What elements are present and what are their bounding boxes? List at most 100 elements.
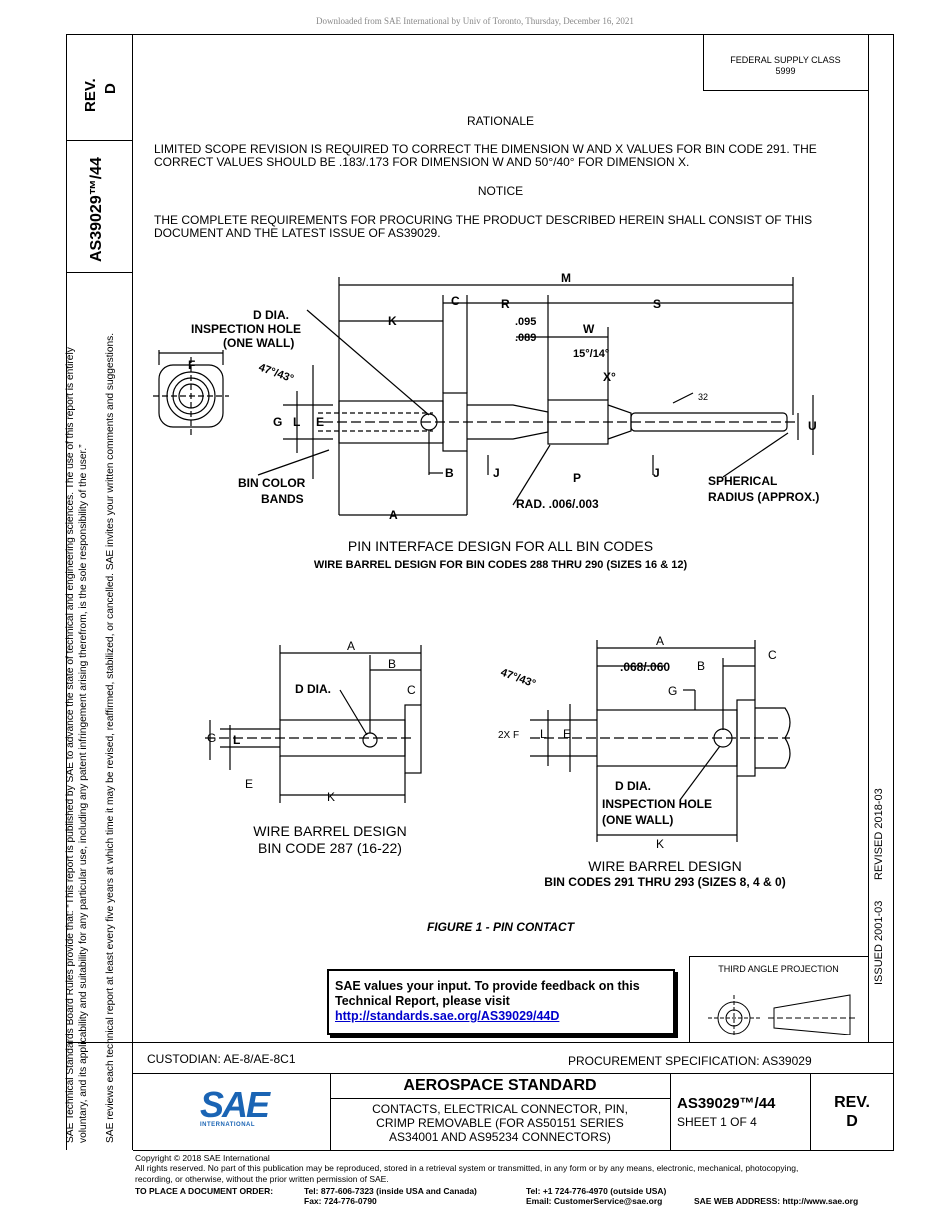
rationale-text-2: CORRECT VALUES SHOULD BE .183/.173 FOR D…	[154, 155, 690, 169]
footer-rights-2: recording, or otherwise, without the pri…	[135, 1174, 389, 1184]
doc-number-left: AS39029™/44	[88, 157, 105, 262]
sae-logo-sub: INTERNATIONAL	[200, 1122, 256, 1128]
bin-bands-label: BANDS	[261, 492, 304, 506]
disclaimer-line-2: voluntary, and its applicability and sui…	[78, 444, 89, 1143]
feedback-box	[327, 969, 675, 1035]
insp-wall-label: (ONE WALL)	[223, 336, 294, 350]
bin287-subtitle: BIN CODE 287 (16-22)	[258, 840, 402, 856]
dim-S: S	[653, 297, 661, 311]
tb-vline-3	[810, 1073, 811, 1150]
finish-mark: 32	[698, 392, 708, 402]
bin-color-label: BIN COLOR	[238, 476, 306, 490]
bin291-dim-K: K	[656, 837, 664, 851]
bin287-dim-G: G	[207, 731, 216, 745]
dim-F: F	[188, 358, 195, 372]
tb-line-2	[133, 1150, 894, 1151]
frame-right	[893, 34, 894, 1150]
federal-supply-box	[703, 34, 869, 91]
dim-R: R	[501, 297, 510, 311]
footer-tel-intl: Tel: +1 724-776-4970 (outside USA)	[526, 1186, 667, 1196]
bin291-d-dia: D DIA.	[615, 779, 651, 793]
title-block-rev-label: REV.	[834, 1094, 870, 1111]
notice-text-1: THE COMPLETE REQUIREMENTS FOR PROCURING …	[154, 213, 813, 227]
spherical-radius-label: RADIUS (APPROX.)	[708, 490, 819, 504]
footer-email: Email: CustomerService@sae.org	[526, 1196, 663, 1206]
bin287-dim-B: B	[388, 657, 396, 671]
dim-B: B	[445, 466, 454, 480]
dim-X: X°	[603, 370, 616, 384]
dim-089: .089	[515, 332, 536, 344]
feedback-text-1: SAE values your input. To provide feedba…	[335, 979, 640, 993]
footer-copyright: Copyright © 2018 SAE International	[135, 1153, 270, 1163]
insp-hole-label: INSPECTION HOLE	[191, 322, 301, 336]
tb-hline-std	[330, 1098, 670, 1099]
pin-interface-drawing: M C R S K W F B J J P A G L E U X° 32 D …	[153, 271, 819, 522]
rad-label: RAD. .006/.003	[516, 497, 599, 511]
bin291-dim-A: A	[656, 634, 664, 648]
dim-U: U	[808, 419, 817, 433]
issued-date: ISSUED 2001-03	[873, 900, 885, 985]
notice-text-2: DOCUMENT AND THE LATEST ISSUE OF AS39029…	[154, 226, 441, 240]
sae-logo-text: SAE	[200, 1084, 270, 1125]
bin-287-hole	[362, 732, 378, 748]
bin287-dim-C: C	[407, 683, 416, 697]
dim-E: E	[316, 415, 324, 429]
third-angle-symbol	[708, 994, 856, 1035]
footer-fax: Fax: 724-776-0790	[304, 1196, 377, 1206]
third-angle-label: THIRD ANGLE PROJECTION	[718, 964, 839, 974]
bin291-title: WIRE BARREL DESIGN	[588, 858, 742, 874]
dim-J: J	[493, 466, 500, 480]
third-angle-box	[689, 956, 869, 1043]
bin287-dim-E: E	[245, 777, 253, 791]
bin287-dim-A: A	[347, 639, 355, 653]
desc-line-3: AS34001 AND AS95234 CONNECTORS)	[389, 1130, 611, 1144]
bin287-dim-K: K	[327, 790, 335, 804]
d-dia-label: D DIA.	[253, 308, 289, 322]
tb-vline-1	[330, 1073, 331, 1150]
bin291-insp-hole: INSPECTION HOLE	[602, 797, 712, 811]
dim-W: W	[583, 322, 595, 336]
dim-P: P	[573, 471, 581, 485]
bin291-dim-B: B	[697, 659, 705, 673]
dim-J2: J	[653, 466, 660, 480]
custodian-label: CUSTODIAN: AE-8/AE-8C1	[147, 1052, 296, 1066]
rev-value-left: D	[102, 83, 119, 94]
bin-287-drawing: A B C D DIA. G L E K	[205, 639, 422, 804]
bin-291-293-drawing: A B C G 2X F L E K .068/.060 47°/43° D D…	[498, 634, 791, 851]
frame-left	[66, 34, 67, 1150]
desc-line-1: CONTACTS, ELECTRICAL CONNECTOR, PIN,	[372, 1102, 628, 1116]
bin291-dim-G: G	[668, 684, 677, 698]
frame-top	[66, 34, 894, 35]
top-drawing-title: PIN INTERFACE DESIGN FOR ALL BIN CODES	[347, 538, 654, 554]
feedback-text-2: Technical Report, please visit	[335, 994, 510, 1008]
tb-line-1	[133, 1073, 894, 1074]
dim-G: G	[273, 415, 282, 429]
federal-supply-label: FEDERAL SUPPLY CLASS	[730, 55, 841, 65]
top-drawing-subtitle: WIRE BARREL DESIGN FOR BIN CODES 288 THR…	[313, 559, 688, 571]
spherical-label: SPHERICAL	[708, 474, 777, 488]
federal-supply-value: 5999	[775, 66, 796, 76]
dim-L: L	[293, 415, 300, 429]
footer-rights-1: All rights reserved. No part of this pub…	[135, 1163, 799, 1173]
rev-box-sep	[66, 140, 132, 141]
title-block-sheet: SHEET 1 OF 4	[677, 1115, 757, 1129]
notice-heading: NOTICE	[477, 184, 524, 198]
revised-date: REVISED 2018-03	[873, 788, 885, 880]
docnum-box-sep	[66, 272, 132, 273]
bin291-dim-068: .068/.060	[620, 660, 670, 674]
footer-tel-usa: Tel: 877-606-7323 (inside USA and Canada…	[304, 1186, 477, 1196]
feedback-link[interactable]: http://standards.sae.org/AS39029/44D	[335, 1009, 560, 1023]
title-block-rev-value: D	[846, 1113, 858, 1130]
angle-47: 47°/43°	[257, 362, 295, 386]
bin291-angle: 47°/43°	[499, 667, 537, 691]
rationale-heading: RATIONALE	[466, 114, 535, 128]
sae-logo: SAE INTERNATIONAL	[200, 1084, 270, 1138]
dim-A: A	[389, 508, 398, 522]
frame-left-inner	[132, 34, 133, 1150]
disclaimer-line-1: SAE Technical Standards Board Rules prov…	[65, 347, 76, 1143]
aerospace-standard-title: AEROSPACE STANDARD	[403, 1077, 597, 1094]
bin291-insp-wall: (ONE WALL)	[602, 813, 673, 827]
bin291-dim-L: L	[540, 727, 547, 741]
download-watermark: Downloaded from SAE International by Uni…	[316, 16, 634, 26]
dim-M: M	[561, 271, 571, 285]
